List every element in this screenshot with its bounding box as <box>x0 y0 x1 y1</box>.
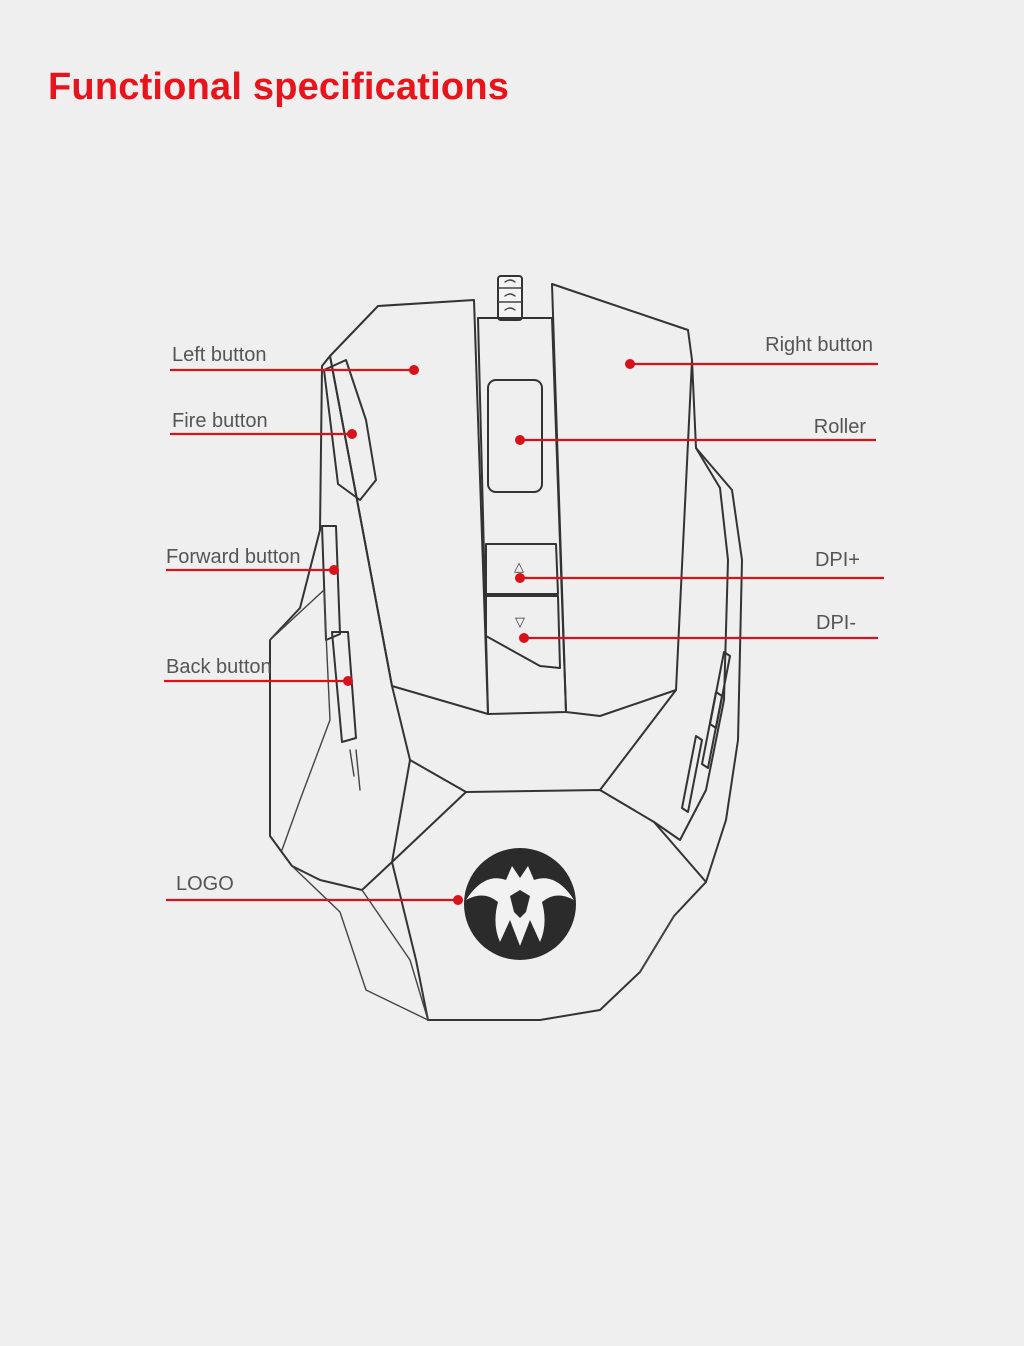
bat-emblem-icon <box>464 848 576 960</box>
label-left-button: Left button <box>172 344 267 366</box>
label-roller: Roller <box>814 416 867 438</box>
cable <box>497 275 523 321</box>
label-forward-button: Forward button <box>166 546 301 568</box>
label-dpi-plus: DPI+ <box>815 549 860 571</box>
callout-left-button: Left button <box>170 344 419 375</box>
dpi-up-icon: △ <box>514 560 524 575</box>
callout-right-button: Right button <box>625 334 878 369</box>
callout-dpi-minus: DPI- <box>519 612 878 643</box>
dpi-buttons: △ ▽ <box>485 543 561 669</box>
callout-roller: Roller <box>515 416 876 445</box>
label-logo: LOGO <box>176 873 234 895</box>
callout-dpi-plus: DPI+ <box>515 549 884 583</box>
callout-logo: LOGO <box>166 873 463 905</box>
dpi-down-icon: ▽ <box>515 615 525 630</box>
callout-fire-button: Fire button <box>170 410 357 439</box>
callout-forward-button: Forward button <box>166 546 339 575</box>
mouse-body <box>269 283 743 1021</box>
page-title: Functional specifications <box>48 66 510 108</box>
label-fire-button: Fire button <box>172 410 268 432</box>
label-right-button: Right button <box>765 334 873 356</box>
scroll-wheel <box>487 379 543 493</box>
callout-back-button: Back button <box>164 656 353 686</box>
label-dpi-minus: DPI- <box>816 612 856 634</box>
label-back-button: Back button <box>166 656 272 678</box>
